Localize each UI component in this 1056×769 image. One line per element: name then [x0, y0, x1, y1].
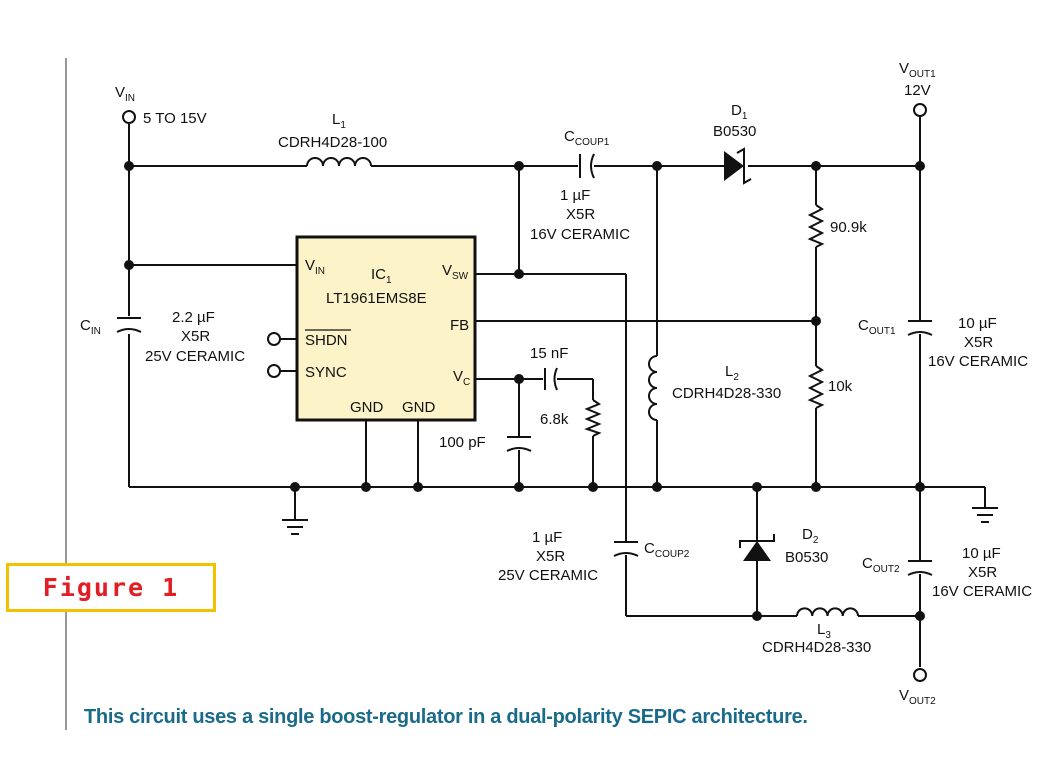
- wires: [128, 116, 986, 667]
- d2-label: D2: [802, 526, 819, 546]
- cout2-value: 10 µF: [962, 545, 1001, 562]
- figure-caption: This circuit uses a single boost-regulat…: [84, 706, 808, 728]
- cout1-value: 10 µF: [958, 315, 997, 332]
- vout2-terminal: [913, 668, 927, 682]
- cout2-rating: 16V CERAMIC: [932, 583, 1032, 600]
- figure-label: Figure 1: [42, 573, 180, 602]
- ground-symbol-left: [282, 519, 308, 535]
- capacitor-ccoup2: [613, 541, 639, 557]
- ccoup2-value: 1 µF: [532, 529, 562, 546]
- ic-lt1961: [295, 235, 477, 422]
- l2-part-label: CDRH4D28-330: [672, 385, 781, 402]
- pin-vsw-label: VSW: [442, 262, 469, 282]
- inductor-l2: [648, 355, 658, 421]
- ccoup1-rating: 16V CERAMIC: [530, 226, 630, 243]
- sync-terminal: [267, 364, 281, 378]
- resistor-6-8k: [584, 399, 602, 437]
- ic-part-label: LT1961EMS8E: [326, 290, 427, 307]
- cin-rating: 25V CERAMIC: [145, 348, 245, 365]
- r-bot-label: 10k: [828, 378, 853, 395]
- vout2-label: VOUT2: [899, 687, 936, 707]
- pin-shdn-label: SHDN: [305, 332, 348, 349]
- resistor-10k: [807, 365, 825, 409]
- ccoup1-type: X5R: [566, 206, 595, 223]
- capacitor-cin: [116, 317, 142, 333]
- l3-label: L3: [817, 621, 831, 641]
- diode-d2: [739, 534, 775, 561]
- ground-symbol-right: [972, 507, 998, 523]
- vin-terminal: [122, 110, 136, 124]
- cout1-label: COUT1: [858, 317, 896, 337]
- r-top-label: 90.9k: [830, 219, 867, 236]
- inductor-l1: [306, 157, 372, 167]
- junction-dots: [124, 161, 925, 621]
- capacitor-15nf: [544, 367, 558, 391]
- resistor-90-9k: [807, 204, 825, 248]
- cout1-type: X5R: [964, 334, 993, 351]
- cout1-rating: 16V CERAMIC: [928, 353, 1028, 370]
- cin-value: 2.2 µF: [172, 309, 215, 326]
- d1-part-label: B0530: [713, 123, 756, 140]
- vout1-label: VOUT1: [899, 60, 936, 80]
- ccoup2-type: X5R: [536, 548, 565, 565]
- ccoup1-value: 1 µF: [560, 187, 590, 204]
- cin-type: X5R: [181, 328, 210, 345]
- vout1-terminal: [913, 103, 927, 117]
- shdn-terminal: [267, 332, 281, 346]
- l3-part-label: CDRH4D28-330: [762, 639, 871, 656]
- c-filter-label: 100 pF: [439, 434, 486, 451]
- pin-gnd2-label: GND: [402, 399, 436, 416]
- pin-fb-label: FB: [450, 317, 469, 334]
- ccoup2-label: CCOUP2: [644, 540, 690, 560]
- vout1-value: 12V: [904, 82, 931, 99]
- pin-gnd1-label: GND: [350, 399, 384, 416]
- vin-range-label: 5 TO 15V: [143, 110, 207, 127]
- c-comp-label: 15 nF: [530, 345, 568, 362]
- d2-part-label: B0530: [785, 549, 828, 566]
- capacitor-ccoup1: [579, 153, 595, 179]
- pin-vin-label: VIN: [305, 257, 325, 277]
- d1-label: D1: [731, 102, 748, 122]
- r-comp-label: 6.8k: [540, 411, 569, 428]
- ccoup1-label: CCOUP1: [564, 128, 610, 148]
- pin-sync-label: SYNC: [305, 364, 347, 381]
- cout2-label: COUT2: [862, 555, 900, 575]
- inductor-l3: [796, 607, 859, 617]
- l1-label: L1: [332, 111, 346, 131]
- l2-label: L2: [725, 363, 739, 383]
- cout2-type: X5R: [968, 564, 997, 581]
- l1-part-label: CDRH4D28-100: [278, 134, 387, 151]
- capacitor-100pf: [506, 436, 532, 452]
- pin-vc-label: VC: [453, 368, 470, 388]
- capacitor-cout2: [907, 560, 933, 576]
- vin-label: VIN: [115, 84, 135, 104]
- ic-name-label: IC1: [371, 266, 392, 286]
- ccoup2-rating: 25V CERAMIC: [498, 567, 598, 584]
- cin-label: CIN: [80, 317, 101, 337]
- figure-label-box: Figure 1: [6, 563, 216, 612]
- diode-d1: [724, 147, 752, 185]
- capacitor-cout1: [907, 320, 933, 336]
